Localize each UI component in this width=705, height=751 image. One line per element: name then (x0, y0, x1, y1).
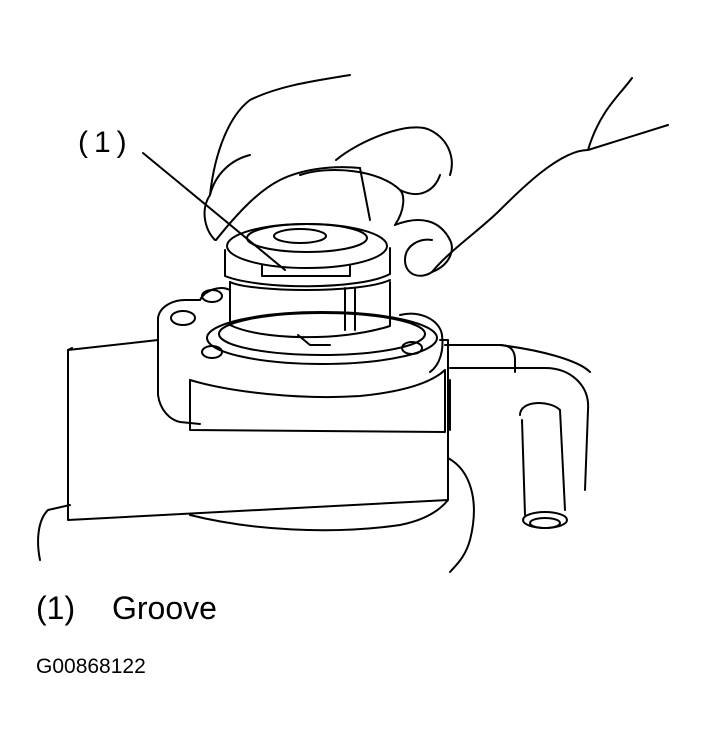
callout-label: (1) (78, 126, 133, 159)
work-surface (37, 457, 475, 573)
legend-item-number: (1) (36, 590, 76, 626)
pump-housing (157, 287, 446, 433)
mounting-block (67, 339, 449, 521)
figure-code: G00868122 (36, 655, 146, 678)
callout-leader-line (142, 152, 286, 271)
pump-illustration (37, 74, 669, 573)
hose-outlet (444, 344, 591, 529)
legend-item-text: Groove (112, 590, 217, 626)
cartridge (224, 223, 391, 346)
hand (203, 74, 669, 277)
legend-item: (1) Groove (36, 592, 217, 624)
